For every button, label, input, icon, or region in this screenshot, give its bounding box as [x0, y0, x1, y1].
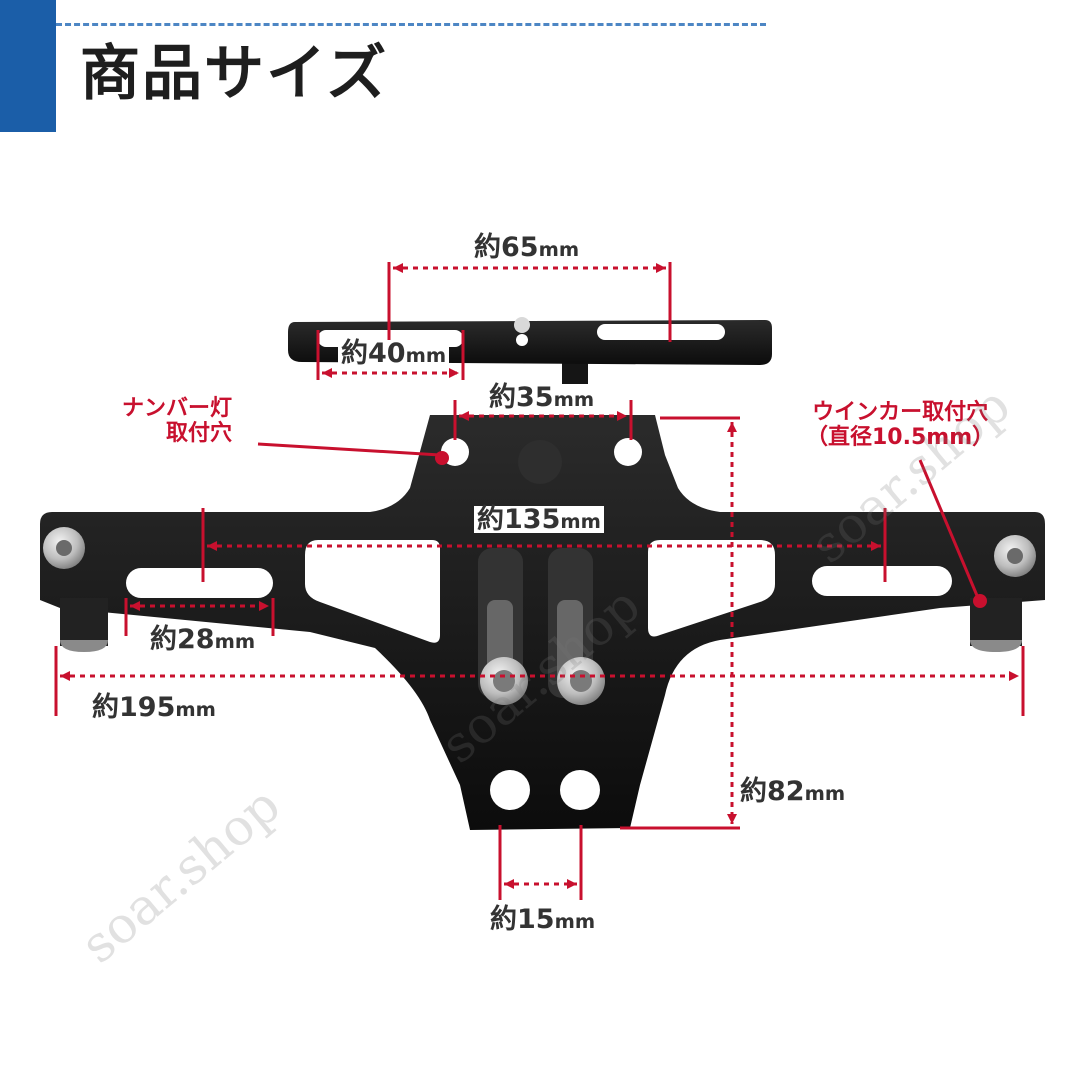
- number-lamp-label-line1: ナンバー灯: [122, 396, 233, 421]
- bracket-body: [40, 415, 1045, 830]
- lamp-leader-line: [257, 442, 441, 457]
- winker-label-line1: ウインカー取付穴: [812, 400, 989, 425]
- page-title: 商品サイズ: [80, 39, 389, 109]
- center-boss: [518, 440, 562, 484]
- dim-label-135: 約135mm: [474, 506, 604, 533]
- header-dashed-rule: [56, 23, 766, 26]
- right-window: [648, 540, 775, 637]
- header-accent-bar: [0, 0, 56, 132]
- top-slot-right: [597, 324, 725, 340]
- left-slot: [126, 568, 273, 598]
- bolt-center-right: [557, 657, 605, 705]
- dim-label-28: 約28mm: [150, 624, 256, 655]
- dim-label-15: 約15mm: [490, 904, 596, 935]
- number-lamp-hole-right: [614, 438, 642, 466]
- left-foot: [60, 598, 108, 646]
- dim-label-35: 約35mm: [486, 384, 598, 411]
- bolt-right-end: [994, 535, 1036, 577]
- left-window: [305, 540, 440, 643]
- right-slot: [812, 566, 952, 596]
- winker-marker-dot: [973, 594, 987, 608]
- dim-label-82: 約82mm: [740, 776, 846, 807]
- bottom-hole-left: [490, 770, 530, 810]
- number-lamp-label-line2: 取付穴: [166, 421, 233, 447]
- dim-label-195: 約195mm: [92, 692, 216, 723]
- dim-label-65: 約65mm: [474, 232, 580, 263]
- number-lamp-label: ナンバー灯 取付穴: [122, 396, 232, 447]
- winker-leader-line: [918, 459, 980, 599]
- winker-label: ウインカー取付穴 （直径10.5mm）: [806, 400, 994, 451]
- winker-label-line2: （直径10.5mm）: [806, 425, 995, 451]
- bottom-hole-right: [560, 770, 600, 810]
- dim-label-40: 約40mm: [338, 340, 450, 367]
- bolt-center-left: [480, 657, 528, 705]
- lamp-marker-dot: [435, 451, 449, 465]
- bolt-left-end: [43, 527, 85, 569]
